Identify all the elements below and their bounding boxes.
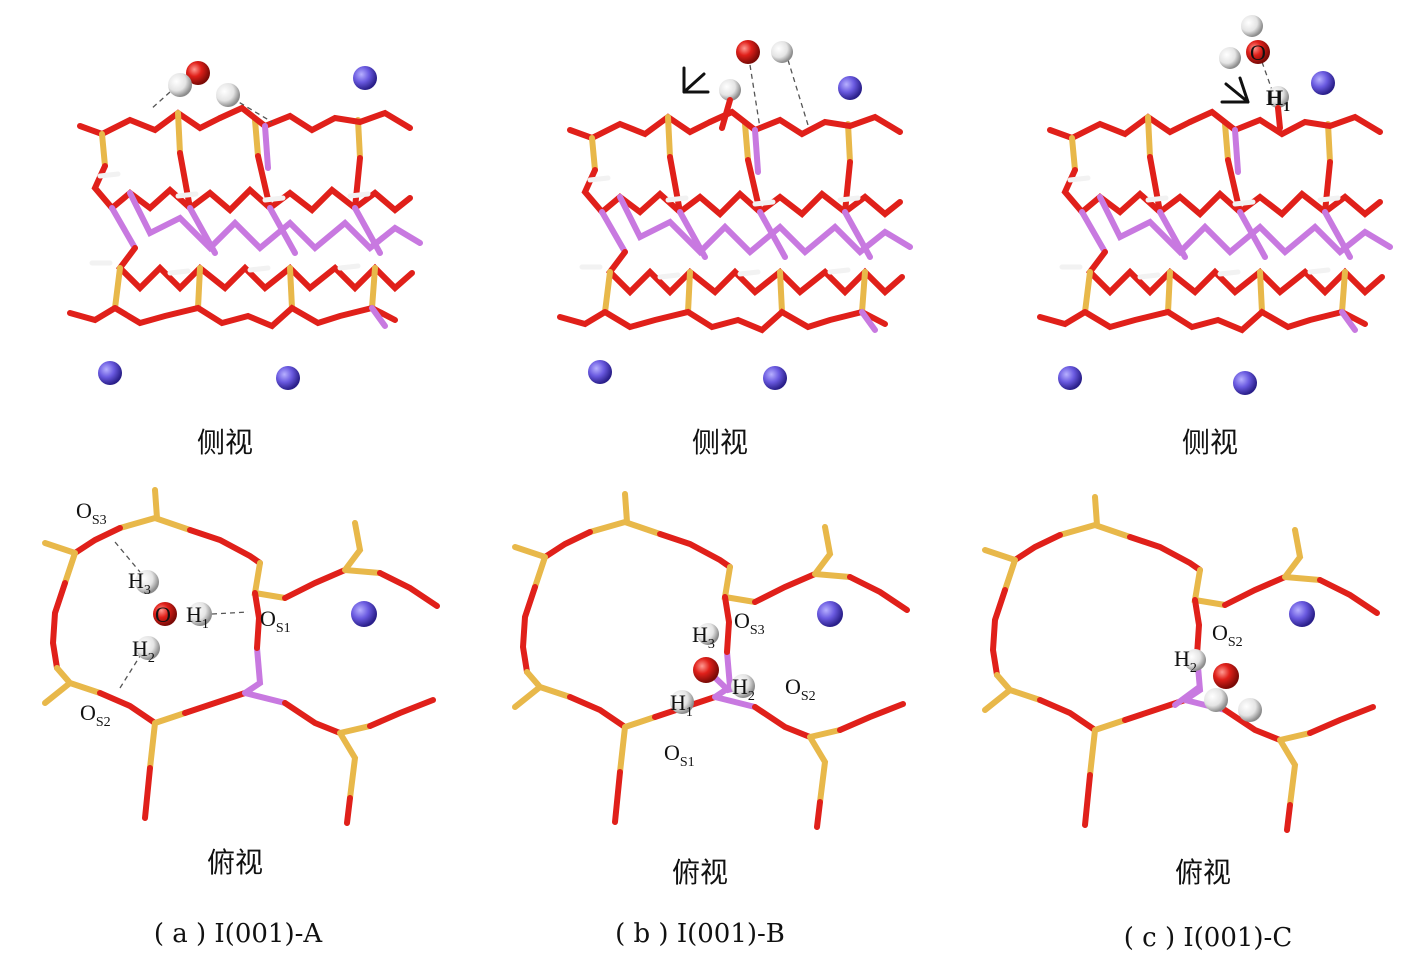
atom-labels: H3 OS3 H2 OS2 H1 OS1	[664, 608, 816, 770]
water-hydrogen	[731, 674, 755, 698]
water-oxygen	[1213, 663, 1239, 689]
side-view-c: O H1	[1040, 15, 1390, 395]
al-bond	[1172, 685, 1201, 708]
svg-text:OS2: OS2	[1212, 620, 1243, 650]
svg-text:H1: H1	[1266, 85, 1290, 115]
cation	[1058, 366, 1082, 390]
cation	[353, 66, 377, 90]
arrow-icon	[682, 66, 710, 94]
side-view-label: 侧视	[197, 426, 253, 459]
cation	[1289, 601, 1315, 627]
svg-text:OS3: OS3	[76, 498, 107, 528]
zeolite-framework	[1040, 112, 1390, 330]
svg-text:O: O	[1250, 40, 1266, 65]
panel-caption: ( a ) I(001)-A	[154, 919, 324, 949]
atom-labels: OS3 H3 O H1 OS1 H2 OS2	[76, 498, 291, 730]
water-hydrogen	[135, 570, 159, 594]
atom-labels: OS2 H2	[1174, 620, 1243, 676]
panel-caption: ( b ) I(001)-B	[615, 919, 785, 949]
side-view-b	[560, 40, 910, 390]
svg-text:H2: H2	[132, 636, 155, 666]
hydrogen-bond	[1261, 61, 1273, 91]
svg-text:H1: H1	[186, 602, 209, 632]
cation	[1311, 71, 1335, 95]
side-view-label: 侧视	[1182, 426, 1238, 459]
svg-text:OS2: OS2	[80, 700, 111, 730]
svg-text:H3: H3	[128, 568, 151, 598]
water-oxygen	[693, 657, 719, 683]
cation	[817, 601, 843, 627]
proton-hydrogen	[719, 79, 741, 101]
water-hydrogen	[188, 602, 212, 626]
water-hydrogen	[1204, 688, 1228, 712]
top-view-c: OS2 H2	[985, 497, 1377, 830]
water-oxygen	[153, 602, 177, 626]
water-hydrogen	[1184, 649, 1206, 671]
top-view-label: 俯视	[672, 856, 728, 889]
arrow-icon	[1220, 76, 1250, 104]
side-view-a	[70, 61, 420, 390]
cation	[838, 76, 862, 100]
panel-caption: ( c ) I(001)-C	[1124, 923, 1293, 953]
svg-text:OS1: OS1	[664, 740, 695, 770]
cation	[1233, 371, 1257, 395]
svg-text:OS2: OS2	[785, 674, 816, 704]
svg-text:H1: H1	[670, 690, 693, 720]
panel-a: 侧视 OS3 H3 O H1 OS1 H2 OS2 俯视 ( a ) I(001…	[45, 61, 437, 949]
water-oxygen	[1246, 40, 1270, 64]
water-hydrogen	[216, 83, 240, 107]
water-hydrogen	[1238, 698, 1262, 722]
water-hydrogen	[168, 73, 192, 97]
svg-text:H3: H3	[692, 622, 715, 652]
water-hydrogen	[697, 623, 719, 645]
cation	[351, 601, 377, 627]
svg-text:OS3: OS3	[734, 608, 765, 638]
water-hydrogen	[771, 41, 793, 63]
top-view-label: 俯视	[1175, 856, 1231, 889]
water-oxygen	[736, 40, 760, 64]
top-view-label: 俯视	[207, 846, 263, 879]
water-hydrogen	[1219, 47, 1241, 69]
water-hydrogen	[136, 636, 160, 660]
zeolite-ring	[45, 490, 437, 823]
hydrogen-bond	[114, 541, 249, 689]
side-view-label: 侧视	[692, 426, 748, 459]
hydrogen-bond	[149, 91, 273, 123]
svg-text:H2: H2	[1174, 646, 1197, 676]
top-view-b: H3 OS3 H2 OS2 H1 OS1	[515, 494, 907, 827]
svg-text:OS1: OS1	[260, 606, 291, 636]
panel-c: O H1 侧视 OS2 H2 俯视 ( c ) I(001)-C	[985, 15, 1390, 953]
proton-hydrogen	[1267, 86, 1289, 108]
water-hydrogen	[1241, 15, 1263, 37]
cation	[588, 360, 612, 384]
water-hydrogen	[670, 690, 694, 714]
svg-text:O: O	[155, 602, 171, 627]
panel-b: 侧视 H3 OS3 H2 OS2 H1 OS1 俯视 ( b ) I(001)-…	[515, 40, 910, 949]
svg-text:H2: H2	[732, 674, 755, 704]
top-view-a: OS3 H3 O H1 OS1 H2 OS2	[45, 490, 437, 823]
zeolite-framework	[70, 108, 420, 326]
cation	[276, 366, 300, 390]
water-oxygen	[186, 61, 210, 85]
cation	[98, 361, 122, 385]
hydrogen-bond	[749, 59, 809, 129]
zeolite-framework	[560, 112, 910, 330]
oh-bond	[1275, 105, 1283, 131]
oh-bond	[719, 97, 733, 131]
cation	[763, 366, 787, 390]
atom-labels: O H1	[1250, 40, 1290, 115]
